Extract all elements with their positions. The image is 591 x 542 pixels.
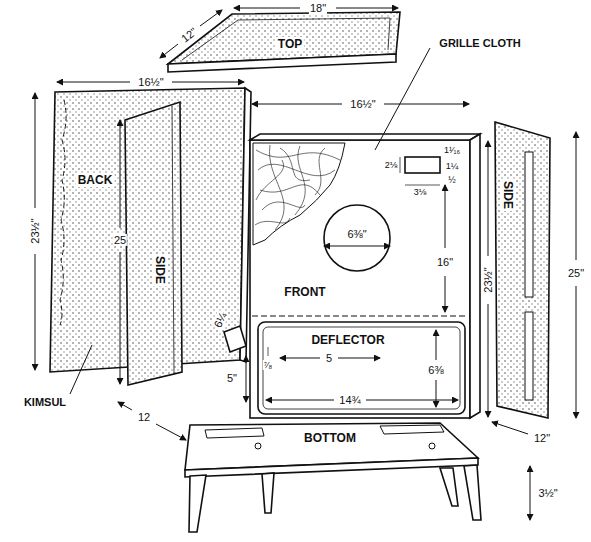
side-panel: SIDE — [495, 122, 550, 418]
top-panel: TOP — [168, 12, 400, 72]
dimension: 16" — [436, 256, 454, 268]
dimension: 12" — [533, 432, 551, 444]
panel-name: TOP — [276, 37, 304, 51]
panel-name: BOTTOM — [302, 431, 358, 445]
panel-name: SIDE — [501, 179, 515, 211]
dimension: 23½" — [29, 217, 41, 244]
dimension: 5 — [325, 352, 333, 364]
dimension: 12 — [137, 411, 151, 423]
front-panel: FRONT DEFLECTOR — [250, 140, 470, 418]
dimension: 1¼ — [445, 161, 460, 171]
dimension: ½ — [447, 175, 457, 185]
bottom-panel: BOTTOM — [185, 423, 478, 477]
dimension: 23½" — [482, 266, 494, 293]
dimension: 6¼ — [211, 310, 229, 331]
dimension: 14¾ — [338, 394, 361, 406]
side-panel: SIDE — [125, 102, 182, 385]
part-label: GRILLE CLOTH — [438, 37, 521, 49]
dimension: 3½" — [537, 487, 558, 499]
dimension: 12" — [178, 25, 200, 46]
panel-name: FRONT — [282, 285, 327, 299]
dimension: 16½" — [137, 76, 164, 88]
dimension: 25" — [567, 267, 585, 279]
dimension: 6⅜" — [346, 228, 367, 240]
panel-name: SIDE — [153, 254, 167, 286]
dimension: 18" — [309, 2, 327, 14]
dimension: 2⅛ — [384, 160, 399, 170]
dimension: 3⅛ — [413, 187, 428, 197]
dimension: 6⅜ — [427, 364, 444, 376]
dimension: 16½" — [349, 98, 376, 110]
dimension: 1¹⁄₁₆ — [443, 145, 461, 155]
dimension: 25 — [113, 234, 127, 246]
part-label: KIMSUL — [23, 396, 67, 408]
dimension: 5" — [226, 372, 238, 384]
panel-name: BACK — [76, 173, 115, 187]
panel-name: DEFLECTOR — [309, 333, 386, 347]
dimension: ⁷⁄₈ — [263, 360, 274, 370]
